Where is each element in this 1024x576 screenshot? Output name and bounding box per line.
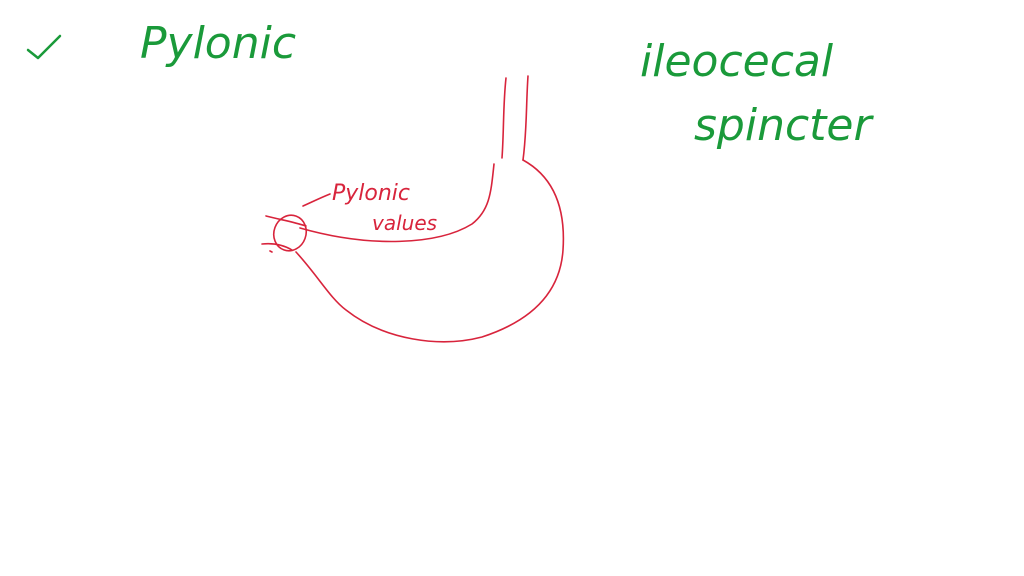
pyloric-valve-circle (272, 214, 308, 252)
check-mark-icon (26, 34, 62, 60)
label-pointer-line (302, 193, 331, 207)
greater-curvature (295, 159, 565, 343)
note-ileocecal: ileocecal (640, 36, 834, 87)
label-values: values (372, 211, 437, 235)
label-pylonic: Pylonic (332, 181, 410, 206)
pen-dot (269, 250, 273, 253)
stomach-sketch (261, 75, 565, 343)
pylorus-upper-line (265, 215, 307, 227)
esophagus-right-line (522, 75, 529, 161)
lesser-curvature (299, 163, 495, 243)
esophagus-left-line (501, 77, 507, 159)
heading-pylonic: Pylonic (140, 18, 296, 69)
note-spincter: spincter (694, 100, 874, 151)
